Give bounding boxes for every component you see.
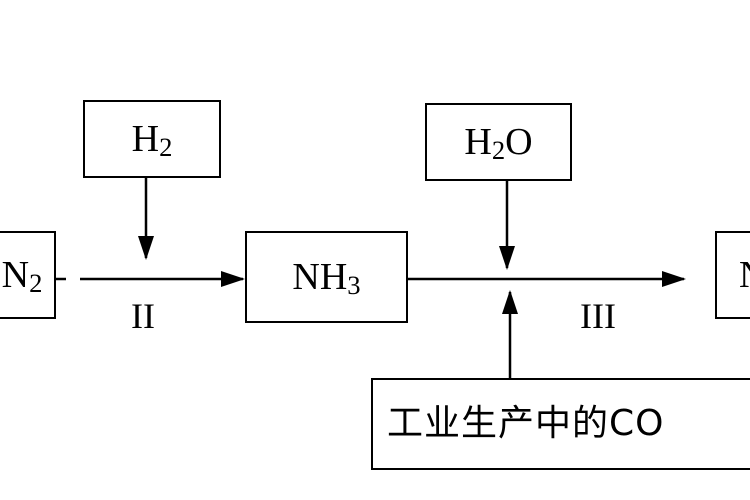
co-source-box: 工业生产中的CO	[371, 378, 750, 470]
h2o-label: H2O	[464, 121, 533, 165]
step-iii-label: III	[580, 296, 616, 336]
h2-label: H2	[131, 118, 173, 162]
step-ii-label: II	[131, 296, 155, 336]
nh3-box: NH3	[245, 231, 408, 323]
n2-box: N2	[0, 231, 56, 319]
right-product-box: N	[715, 231, 750, 319]
nh3-label: NH3	[292, 256, 361, 300]
h2o-box: H2O	[425, 103, 572, 181]
n2-label: N2	[1, 254, 43, 298]
right-product-label: N	[739, 256, 750, 294]
co-source-label: 工业生产中的CO	[387, 403, 665, 444]
h2-box: H2	[83, 100, 221, 178]
